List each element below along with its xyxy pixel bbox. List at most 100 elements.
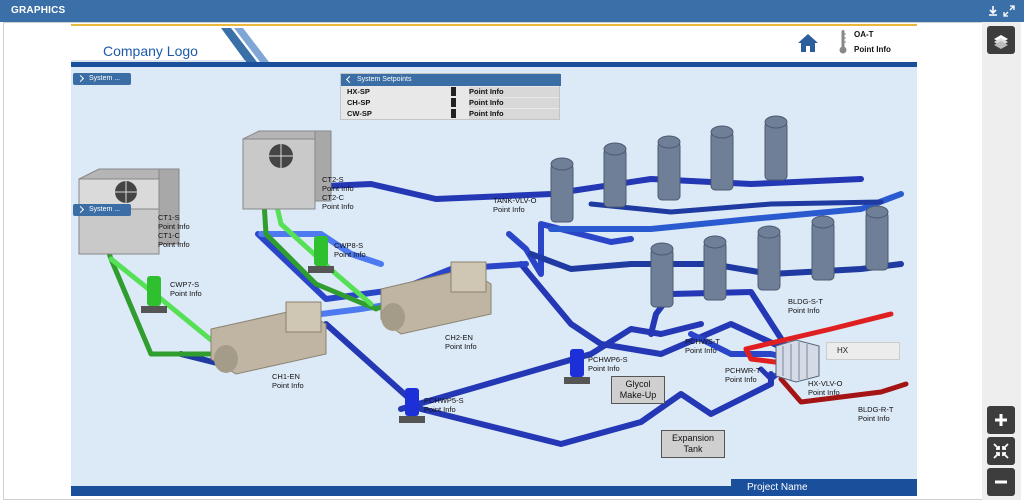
hx-label[interactable]: HX (826, 342, 900, 360)
header-bar (71, 62, 917, 67)
ch1-name: CH1-EN (272, 372, 300, 381)
chiller-ch1[interactable] (210, 301, 327, 375)
ch2-info[interactable]: Point Info (445, 342, 477, 351)
setpoint-value[interactable]: Point Info (469, 109, 559, 119)
zoom-in-icon (995, 414, 1007, 426)
pchwp6-info[interactable]: Point Info (588, 364, 620, 373)
footer-bar (71, 486, 917, 496)
ct1-c-name: CT1-C (158, 231, 181, 240)
pchws-info[interactable]: Point Info (685, 346, 717, 355)
ct1-s-info[interactable]: Point Info (158, 222, 190, 231)
expand-icon[interactable] (1003, 5, 1015, 17)
ct2-c-name: CT2-C (322, 193, 345, 202)
pchwp5-name: PCHWP5-S (424, 396, 464, 405)
expansion-line1: Expansion (671, 433, 715, 443)
layers-button[interactable] (987, 26, 1015, 54)
setpoint-row: CH-SP Point Info (341, 97, 561, 108)
right-toolbar (982, 22, 1021, 500)
bldg-s-label[interactable]: BLDG-S-T Point Info (788, 297, 823, 315)
ct2-s-name: CT2-S (322, 175, 344, 184)
logo-area: Company Logo (71, 28, 291, 62)
company-logo: Company Logo (103, 43, 198, 59)
cwp8-label[interactable]: CWP8-S Point Info (334, 241, 366, 259)
setpoint-row: CW-SP Point Info (341, 108, 561, 119)
zoom-out-icon (995, 480, 1007, 484)
plant-diagram (78, 115, 909, 447)
ch2-name: CH2-EN (445, 333, 473, 342)
pump-pchwp6[interactable] (564, 349, 590, 384)
home-icon[interactable] (797, 33, 819, 53)
bldg-s-info[interactable]: Point Info (788, 306, 820, 315)
pump-pchwp5[interactable] (399, 388, 425, 423)
pchwr-info[interactable]: Point Info (725, 375, 757, 384)
chiller-ch2[interactable] (380, 261, 492, 335)
ch1-label[interactable]: CH1-EN Point Info (272, 372, 304, 390)
pchwr-label[interactable]: PCHWR-T Point Info (725, 366, 760, 384)
zoom-in-button[interactable] (987, 406, 1015, 434)
setpoint-value[interactable]: Point Info (469, 87, 559, 97)
graphics-canvas: Company Logo OA-T Point Info (71, 24, 917, 496)
hx-vlv-name: HX-VLV-O (808, 379, 843, 388)
bldg-r-name: BLDG-R-T (858, 405, 894, 414)
thermometer-icon (839, 30, 847, 54)
logo-shape (71, 28, 269, 62)
glycol-line1: Glycol (625, 379, 651, 389)
pchws-label[interactable]: PCHWS-T Point Info (685, 337, 720, 355)
ct1-s-name: CT1-S (158, 213, 180, 222)
ct2-c-info[interactable]: Point Info (322, 202, 354, 211)
glycol-line2: Make-Up (619, 390, 657, 400)
cwp7-name: CWP7-S (170, 280, 200, 289)
ct2-label[interactable]: CT2-S Point Info CT2-C Point Info (322, 175, 354, 211)
expansion-tank-box[interactable]: Expansion Tank (661, 430, 725, 458)
ch2-label[interactable]: CH2-EN Point Info (445, 333, 477, 351)
hx-vlv-label[interactable]: HX-VLV-O Point Info (808, 379, 842, 397)
pchwp6-name: PCHWP6-S (588, 355, 628, 364)
setpoint-value[interactable]: Point Info (469, 98, 559, 108)
ch1-info[interactable]: Point Info (272, 381, 304, 390)
glycol-makeup-box[interactable]: Glycol Make-Up (611, 376, 665, 404)
setpoint-key: CW-SP (347, 109, 372, 118)
pchwp6-label[interactable]: PCHWP6-S Point Info (588, 355, 628, 373)
heat-exchanger[interactable] (775, 339, 820, 383)
setpoint-key: HX-SP (347, 87, 370, 96)
tank-vlv-name: TANK-VLV-O (493, 196, 537, 205)
fit-icon (993, 443, 1009, 459)
header-accent (71, 24, 917, 26)
cooling-tower-1[interactable] (78, 168, 180, 255)
pchwp5-label[interactable]: PCHWP5-S Point Info (424, 396, 464, 414)
zoom-out-button[interactable] (987, 468, 1015, 496)
pchwr-name: PCHWR-T (725, 366, 761, 375)
project-name: Project Name (731, 479, 917, 496)
pump-cwp8[interactable] (308, 236, 334, 273)
system-pill-left[interactable]: System ... (73, 204, 131, 216)
system-pill-top[interactable]: System ... (73, 73, 131, 85)
cwp8-name: CWP8-S (334, 241, 364, 250)
window-titlebar: GRAPHICS (0, 0, 1024, 22)
cooling-tower-2[interactable] (242, 130, 332, 210)
setpoint-key: CH-SP (347, 98, 371, 107)
fit-button[interactable] (987, 437, 1015, 465)
storage-tanks (550, 115, 889, 308)
cwp7-label[interactable]: CWP7-S Point Info (170, 280, 202, 298)
bldg-s-name: BLDG-S-T (788, 297, 824, 306)
oa-t-label: OA-T (854, 30, 874, 39)
ct1-c-info[interactable]: Point Info (158, 240, 190, 249)
pump-cwp7[interactable] (141, 276, 167, 313)
ct2-s-info[interactable]: Point Info (322, 184, 354, 193)
pchwp5-info[interactable]: Point Info (424, 405, 456, 414)
oa-t-value[interactable]: Point Info (854, 45, 891, 54)
tank-vlv-label[interactable]: TANK-VLV-O Point Info (493, 196, 536, 214)
bldg-r-label[interactable]: BLDG-R-T Point Info (858, 405, 893, 423)
bldg-r-info[interactable]: Point Info (858, 414, 890, 423)
tank-vlv-info[interactable]: Point Info (493, 205, 525, 214)
cwp8-info[interactable]: Point Info (334, 250, 366, 259)
pchws-name: PCHWS-T (685, 337, 720, 346)
download-icon[interactable] (987, 5, 999, 17)
setpoints-header[interactable]: System Setpoints (341, 74, 561, 86)
header: Company Logo OA-T Point Info (71, 24, 917, 67)
hx-vlv-info[interactable]: Point Info (808, 388, 840, 397)
window-title: GRAPHICS (11, 5, 66, 16)
ct1-label[interactable]: CT1-S Point Info CT1-C Point Info (158, 213, 190, 249)
setpoint-marker (451, 87, 456, 96)
cwp7-info[interactable]: Point Info (170, 289, 202, 298)
